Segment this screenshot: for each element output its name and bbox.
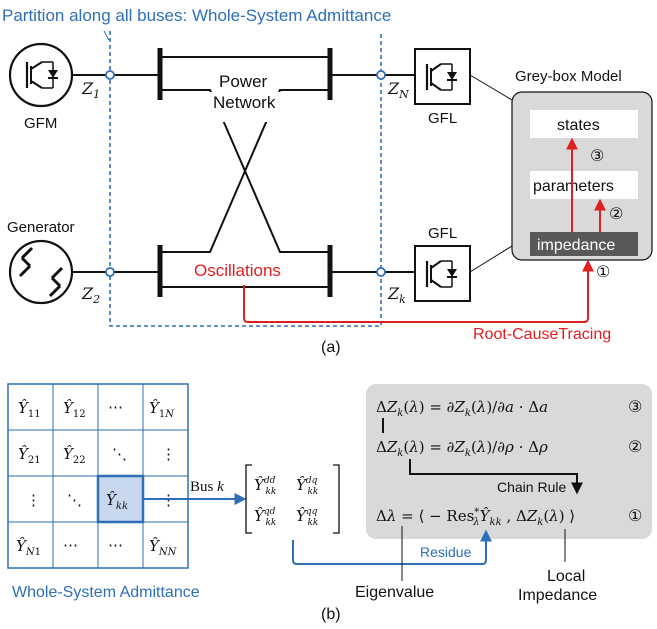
residue-label: Residue — [420, 544, 472, 560]
gfm-converter — [8, 42, 74, 108]
chain-rule-label: Chain Rule — [497, 479, 566, 495]
cell-yn1: ŶN1 — [16, 537, 41, 558]
eigenvalue-label: Eigenvalue — [355, 584, 434, 601]
caption-b: (b) — [321, 606, 341, 623]
chain-rule-arrow — [409, 459, 583, 495]
cell-y11: Ŷ11 — [18, 399, 41, 420]
generator-symbol — [8, 239, 74, 305]
cell-dots-12: ⋯ — [108, 398, 123, 416]
zk-label: Zk — [387, 284, 406, 306]
bus-node-2 — [105, 267, 115, 277]
caption-a: (a) — [321, 339, 341, 356]
power-network-line1: Power — [219, 72, 268, 91]
equation-1: Δλ = ⟨ − Res*λŶkk , ΔZk(λ) ⟩ — [376, 507, 575, 528]
greybox-model — [469, 74, 653, 273]
equation-3-num: ③ — [628, 399, 642, 416]
partition-leader — [103, 30, 110, 41]
whole-system-label: Whole-System Admittance — [12, 584, 200, 601]
cell-y21: Ŷ21 — [18, 445, 41, 466]
admittance-matrix — [7, 383, 189, 569]
cell-y12: Ŷ12 — [63, 399, 86, 420]
equation-2: ΔZk(λ) = ∂Zk(λ)/∂ρ · Δρ — [376, 438, 548, 459]
cell-vdots-31: ⋮ — [26, 491, 41, 509]
bus-k-label: Bus k — [190, 479, 224, 495]
gfl-bottom-label: GFL — [428, 225, 457, 242]
power-network-label-bg — [208, 92, 288, 122]
bus-node-N — [376, 70, 386, 80]
panel-a: Partition along all buses: Whole-System … — [2, 6, 653, 356]
cell-vdots-24: ⋮ — [161, 445, 176, 463]
gfl-top-converter — [414, 48, 471, 105]
cell-ddots-23: ⋱ — [112, 445, 127, 463]
local-label-line1: Local — [547, 568, 585, 585]
oscillations-label-bg — [190, 257, 302, 283]
power-network — [157, 48, 333, 297]
equations-box — [366, 384, 652, 539]
cell-ynn: ŶNN — [149, 537, 178, 558]
greybox-step3: ③ — [590, 148, 604, 165]
equation-1-num: ① — [628, 508, 642, 525]
power-network-line2: Network — [213, 93, 276, 112]
partition-title: Partition along all buses: Whole-System … — [2, 6, 391, 25]
cell-y22: Ŷ22 — [63, 445, 86, 466]
oscillations-label: Oscillations — [194, 261, 281, 280]
cell-dots-42: ⋯ — [63, 536, 78, 554]
z2-label: Z2 — [81, 284, 100, 306]
z1-label: Z1 — [81, 79, 100, 101]
equation-2-num: ② — [628, 439, 642, 456]
gfl-bottom-converter — [414, 245, 471, 302]
root-cause-label: Root-CauseTracing — [473, 326, 611, 343]
greybox-impedance: impedance — [537, 237, 615, 254]
cell-dots-43: ⋯ — [108, 536, 123, 554]
equation-3: ΔZk(λ) = ∂Zk(λ)/∂a · Δa — [376, 398, 548, 419]
partition-dashed-box — [109, 31, 382, 327]
greybox-states: states — [557, 117, 600, 134]
bus-node-1 — [105, 70, 115, 80]
greybox-step2: ② — [609, 206, 623, 223]
greybox-step1: ① — [596, 264, 610, 281]
bus-node-k — [376, 267, 386, 277]
zN-label: ZN — [387, 79, 409, 101]
panel-b: Ŷ11 Ŷ12 ⋯ Ŷ1N Ŷ21 Ŷ22 ⋱ ⋮ ⋮ ⋱ Ŷkk ⋮ ŶN1 … — [7, 383, 652, 623]
residue-arrow — [292, 529, 492, 565]
generator-label: Generator — [7, 219, 75, 236]
gfl-top-label: GFL — [428, 110, 457, 127]
gfm-label: GFM — [24, 115, 57, 132]
greybox-parameters: parameters — [533, 178, 614, 195]
local-label-line2: Impedance — [518, 587, 597, 604]
root-cause-path — [243, 259, 594, 323]
cell-ddots-32: ⋱ — [67, 491, 82, 509]
cell-ykk: Ŷkk — [106, 491, 128, 512]
greybox-title: Grey-box Model — [515, 68, 622, 85]
submatrix — [245, 464, 340, 534]
cell-y1n: Ŷ1N — [149, 399, 175, 420]
